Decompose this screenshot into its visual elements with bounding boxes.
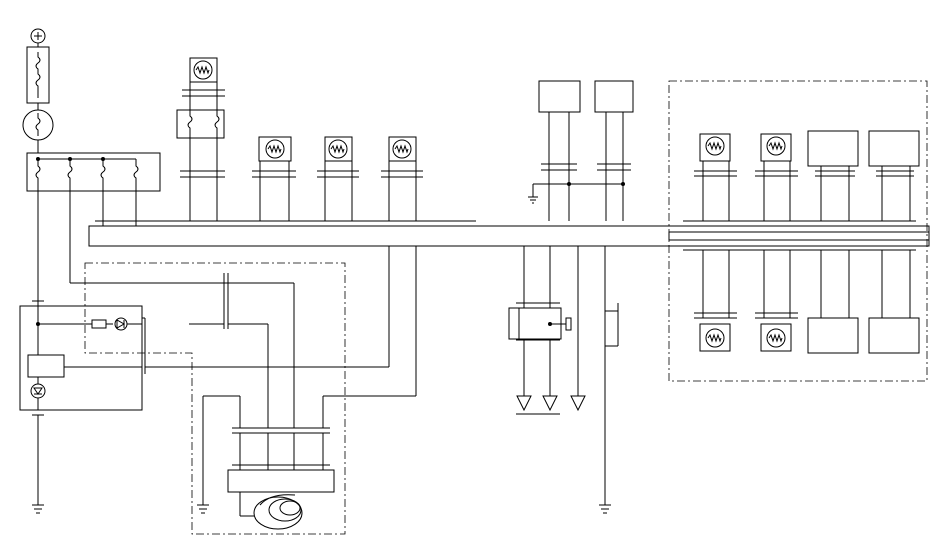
- fuse-block: [26, 152, 161, 192]
- lamp-icon: [193, 60, 213, 80]
- battery-terminal: [30, 28, 46, 47]
- speaker-icon: [253, 494, 303, 530]
- lamp-switch-assembly: [176, 57, 225, 221]
- bottom-connector: [508, 246, 619, 514]
- relay-pair: [528, 80, 634, 221]
- top-lamp-1: [252, 136, 296, 221]
- ground-icon: [32, 504, 44, 514]
- ground-icon: [599, 504, 611, 514]
- speaker-enclosure: [84, 246, 417, 535]
- ground-icon: [528, 196, 538, 204]
- diode-icon: [114, 317, 128, 331]
- main-harness: [88, 220, 930, 251]
- ignition-switch: [22, 109, 54, 153]
- ground-icon: [197, 504, 209, 514]
- main-fuse: [26, 46, 50, 110]
- led-icon: [30, 383, 46, 399]
- top-lamp-3: [381, 136, 423, 221]
- top-lamp-2: [317, 136, 359, 221]
- control-module: [19, 300, 146, 416]
- right-module-group: [668, 80, 928, 382]
